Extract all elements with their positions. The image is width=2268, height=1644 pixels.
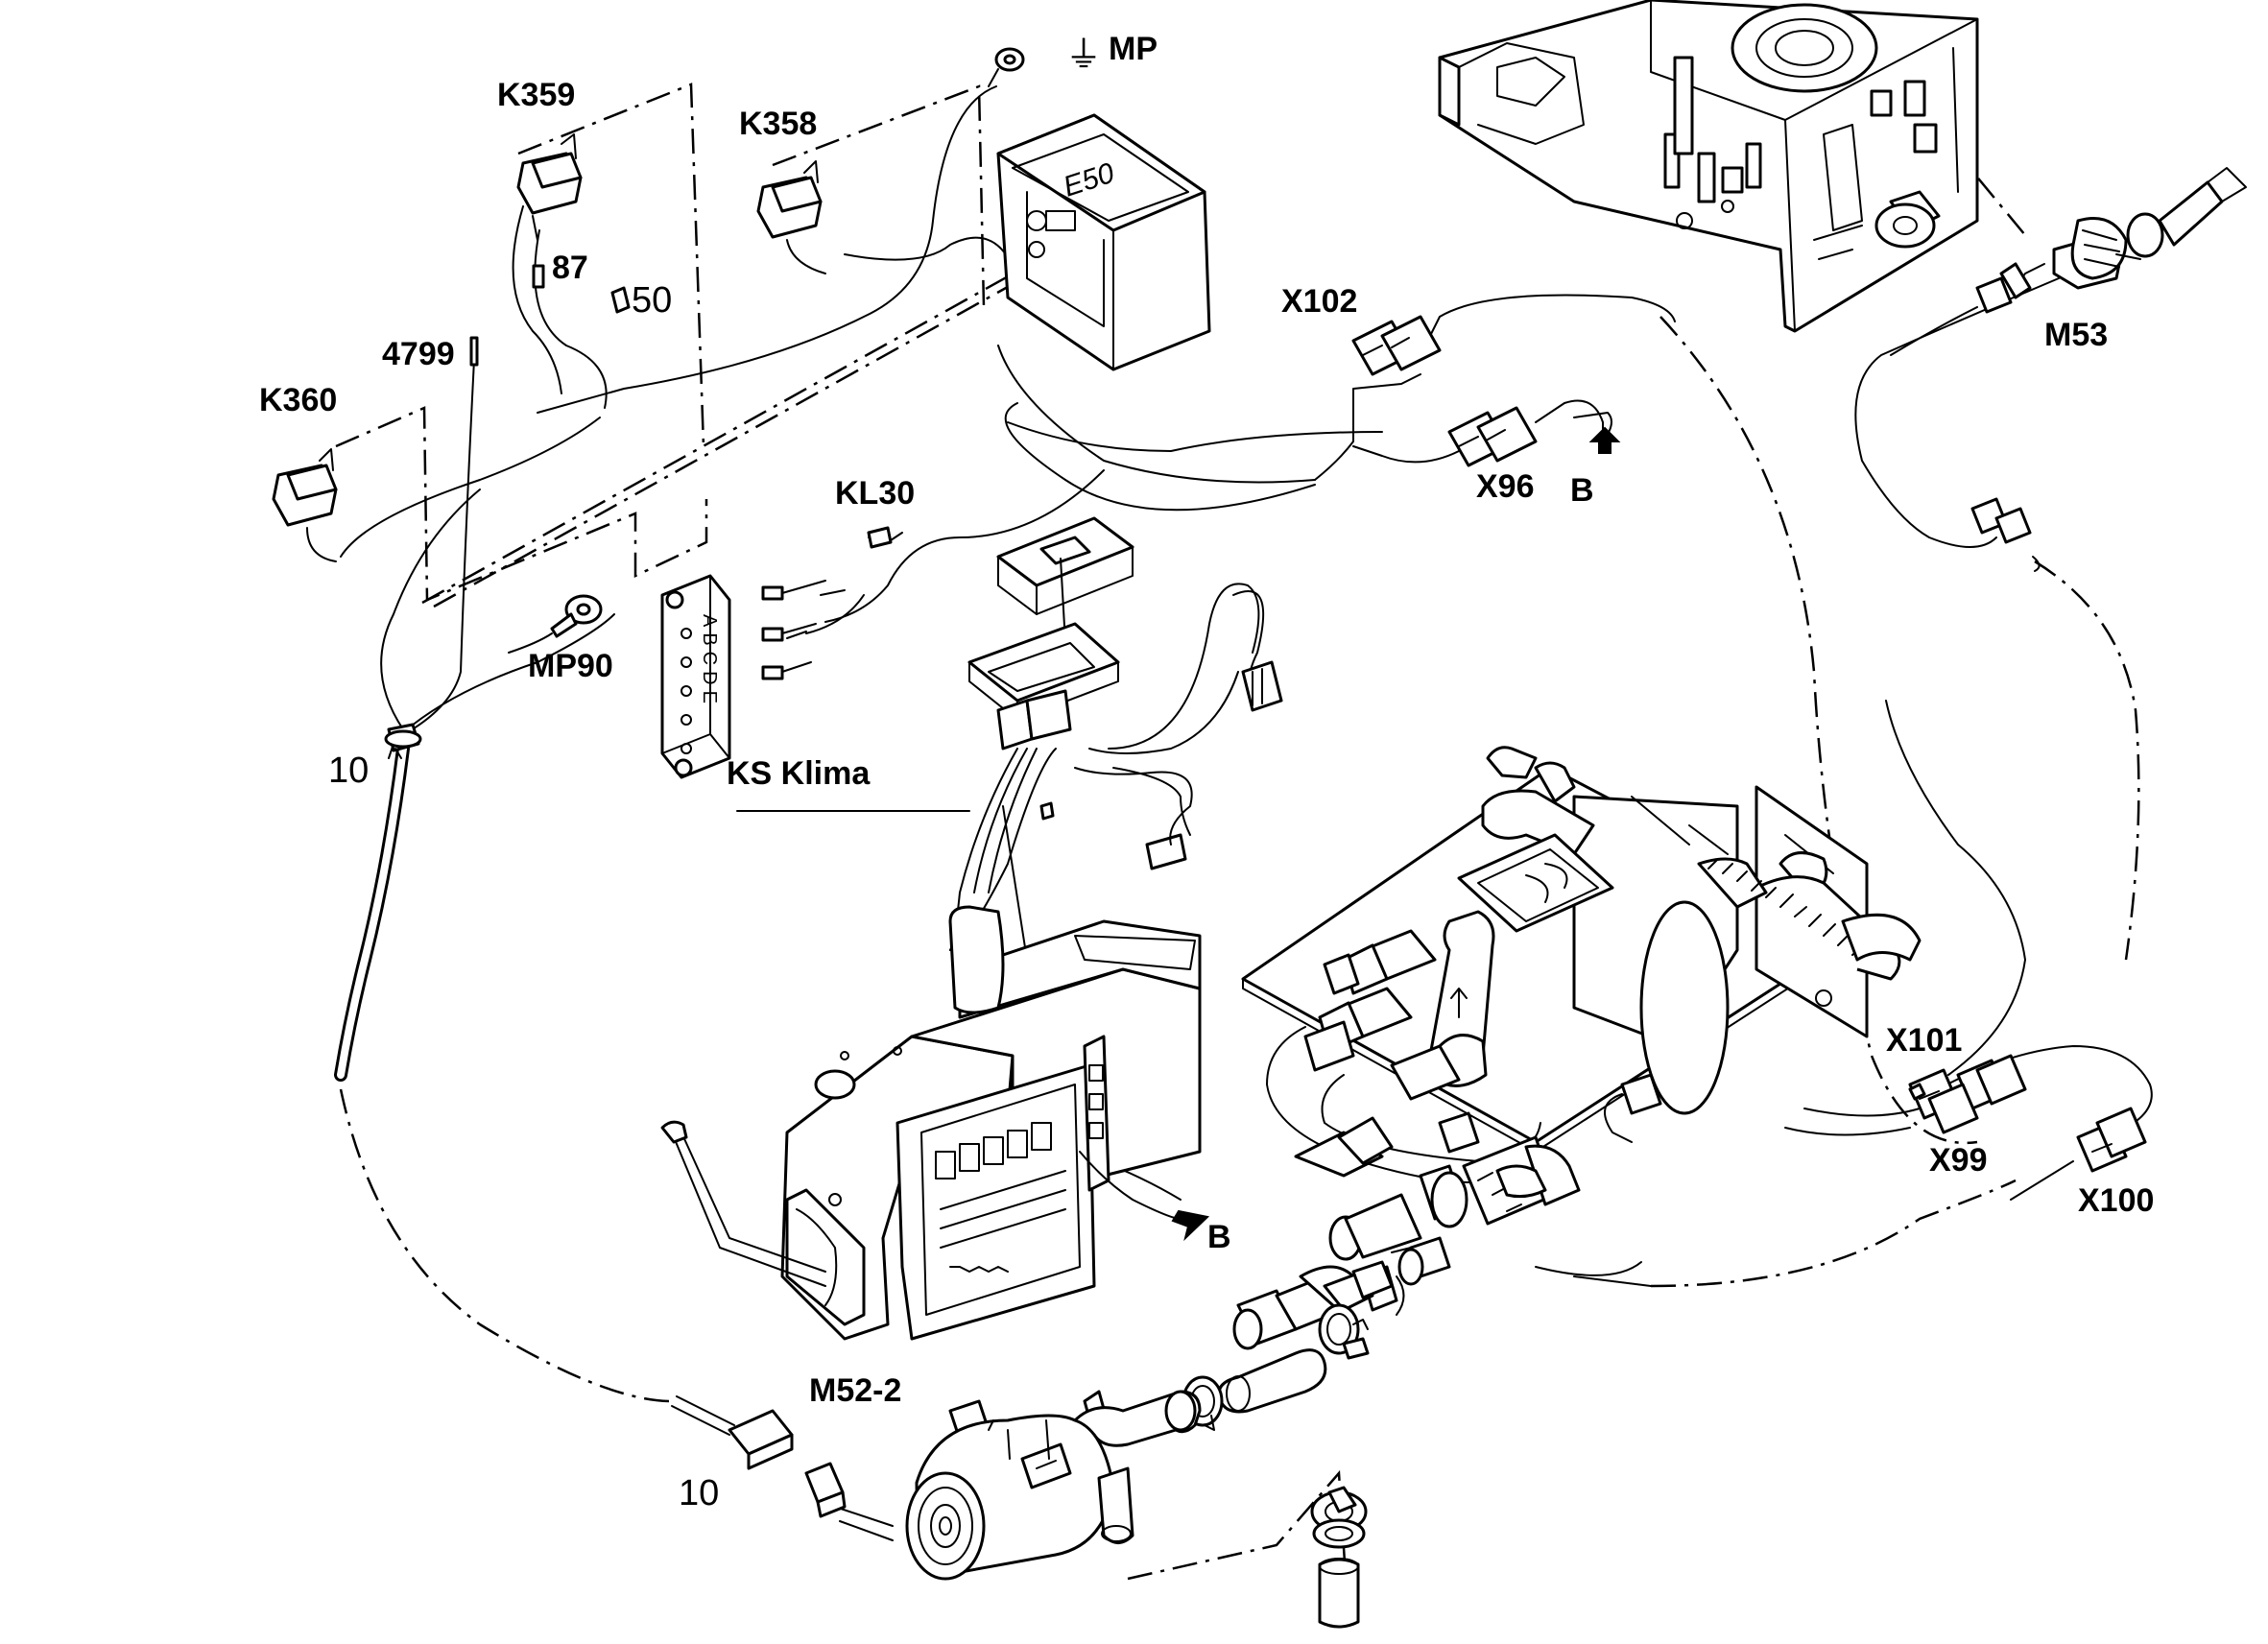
pin-terminal-87 (532, 264, 545, 289)
label-k360: K360 (259, 382, 337, 418)
label-b-top: B (1570, 472, 1594, 509)
sensor-m53 (2015, 167, 2247, 290)
label-x100: X100 (2078, 1182, 2154, 1219)
connector-x102 (1351, 315, 1442, 376)
connector-m52-2-plug (804, 1462, 847, 1518)
ring-terminal-mp (988, 47, 1025, 87)
heater-unit-top (1438, 0, 1979, 333)
connector-m53-plug (1890, 262, 2032, 356)
relay-k359 (516, 133, 583, 241)
label-mp-ground: ⏚ (1065, 36, 1102, 76)
connector-x100 (2076, 1107, 2147, 1173)
label-mp90: MP90 (528, 648, 613, 684)
label-pin-50: 50 (632, 280, 672, 321)
harness-top-center (948, 516, 1283, 1014)
fuse-box-e50 (996, 113, 1211, 371)
control-unit (660, 919, 1202, 1341)
connector-10-bottom (671, 1395, 794, 1470)
label-x99: X99 (1929, 1142, 1988, 1179)
pin-terminal-50 (610, 286, 631, 314)
ring-terminal-mp90 (508, 594, 603, 654)
label-10-left: 10 (328, 751, 369, 791)
label-m52-2: M52-2 (809, 1372, 901, 1409)
part-labels: K359 K358 K360 ⏚ MP E50 87 50 4799 X102 … (259, 31, 2154, 1513)
pump-m52-2 (834, 1390, 1202, 1581)
label-10-bottom: 10 (679, 1473, 719, 1513)
label-k359: K359 (497, 77, 575, 113)
connector-x99 (1908, 1068, 1979, 1134)
terminals-kl30 (761, 526, 893, 680)
label-4799: 4799 (382, 336, 455, 372)
label-k358: K358 (739, 106, 817, 142)
grommet-10 (384, 723, 422, 759)
label-b-mid: B (1207, 1219, 1231, 1255)
label-mp: MP (1109, 31, 1158, 67)
label-x96: X96 (1476, 468, 1535, 505)
hose-pieces-bottom (1182, 1303, 1370, 1629)
relay-k360 (272, 448, 338, 562)
label-m53: M53 (2044, 317, 2108, 353)
label-kl30: KL30 (835, 475, 915, 512)
valve-assembly (1232, 746, 1922, 1350)
label-ks-klima: KS Klima (727, 755, 871, 792)
pin-4799 (469, 336, 479, 367)
label-pin-87: 87 (552, 250, 588, 286)
inline-connector-right (1970, 497, 2032, 544)
inline-connector-mid (1908, 1083, 1926, 1101)
label-x101: X101 (1886, 1022, 1962, 1059)
arrow-b-top (1588, 426, 1621, 454)
arrow-b-mid (1171, 1209, 1210, 1242)
connector-ks-klima (660, 574, 731, 779)
label-x102: X102 (1281, 283, 1357, 320)
connector-x96 (1447, 399, 1604, 467)
label-connector-pins: ABCDE (699, 614, 720, 709)
relay-k358 (756, 160, 826, 274)
